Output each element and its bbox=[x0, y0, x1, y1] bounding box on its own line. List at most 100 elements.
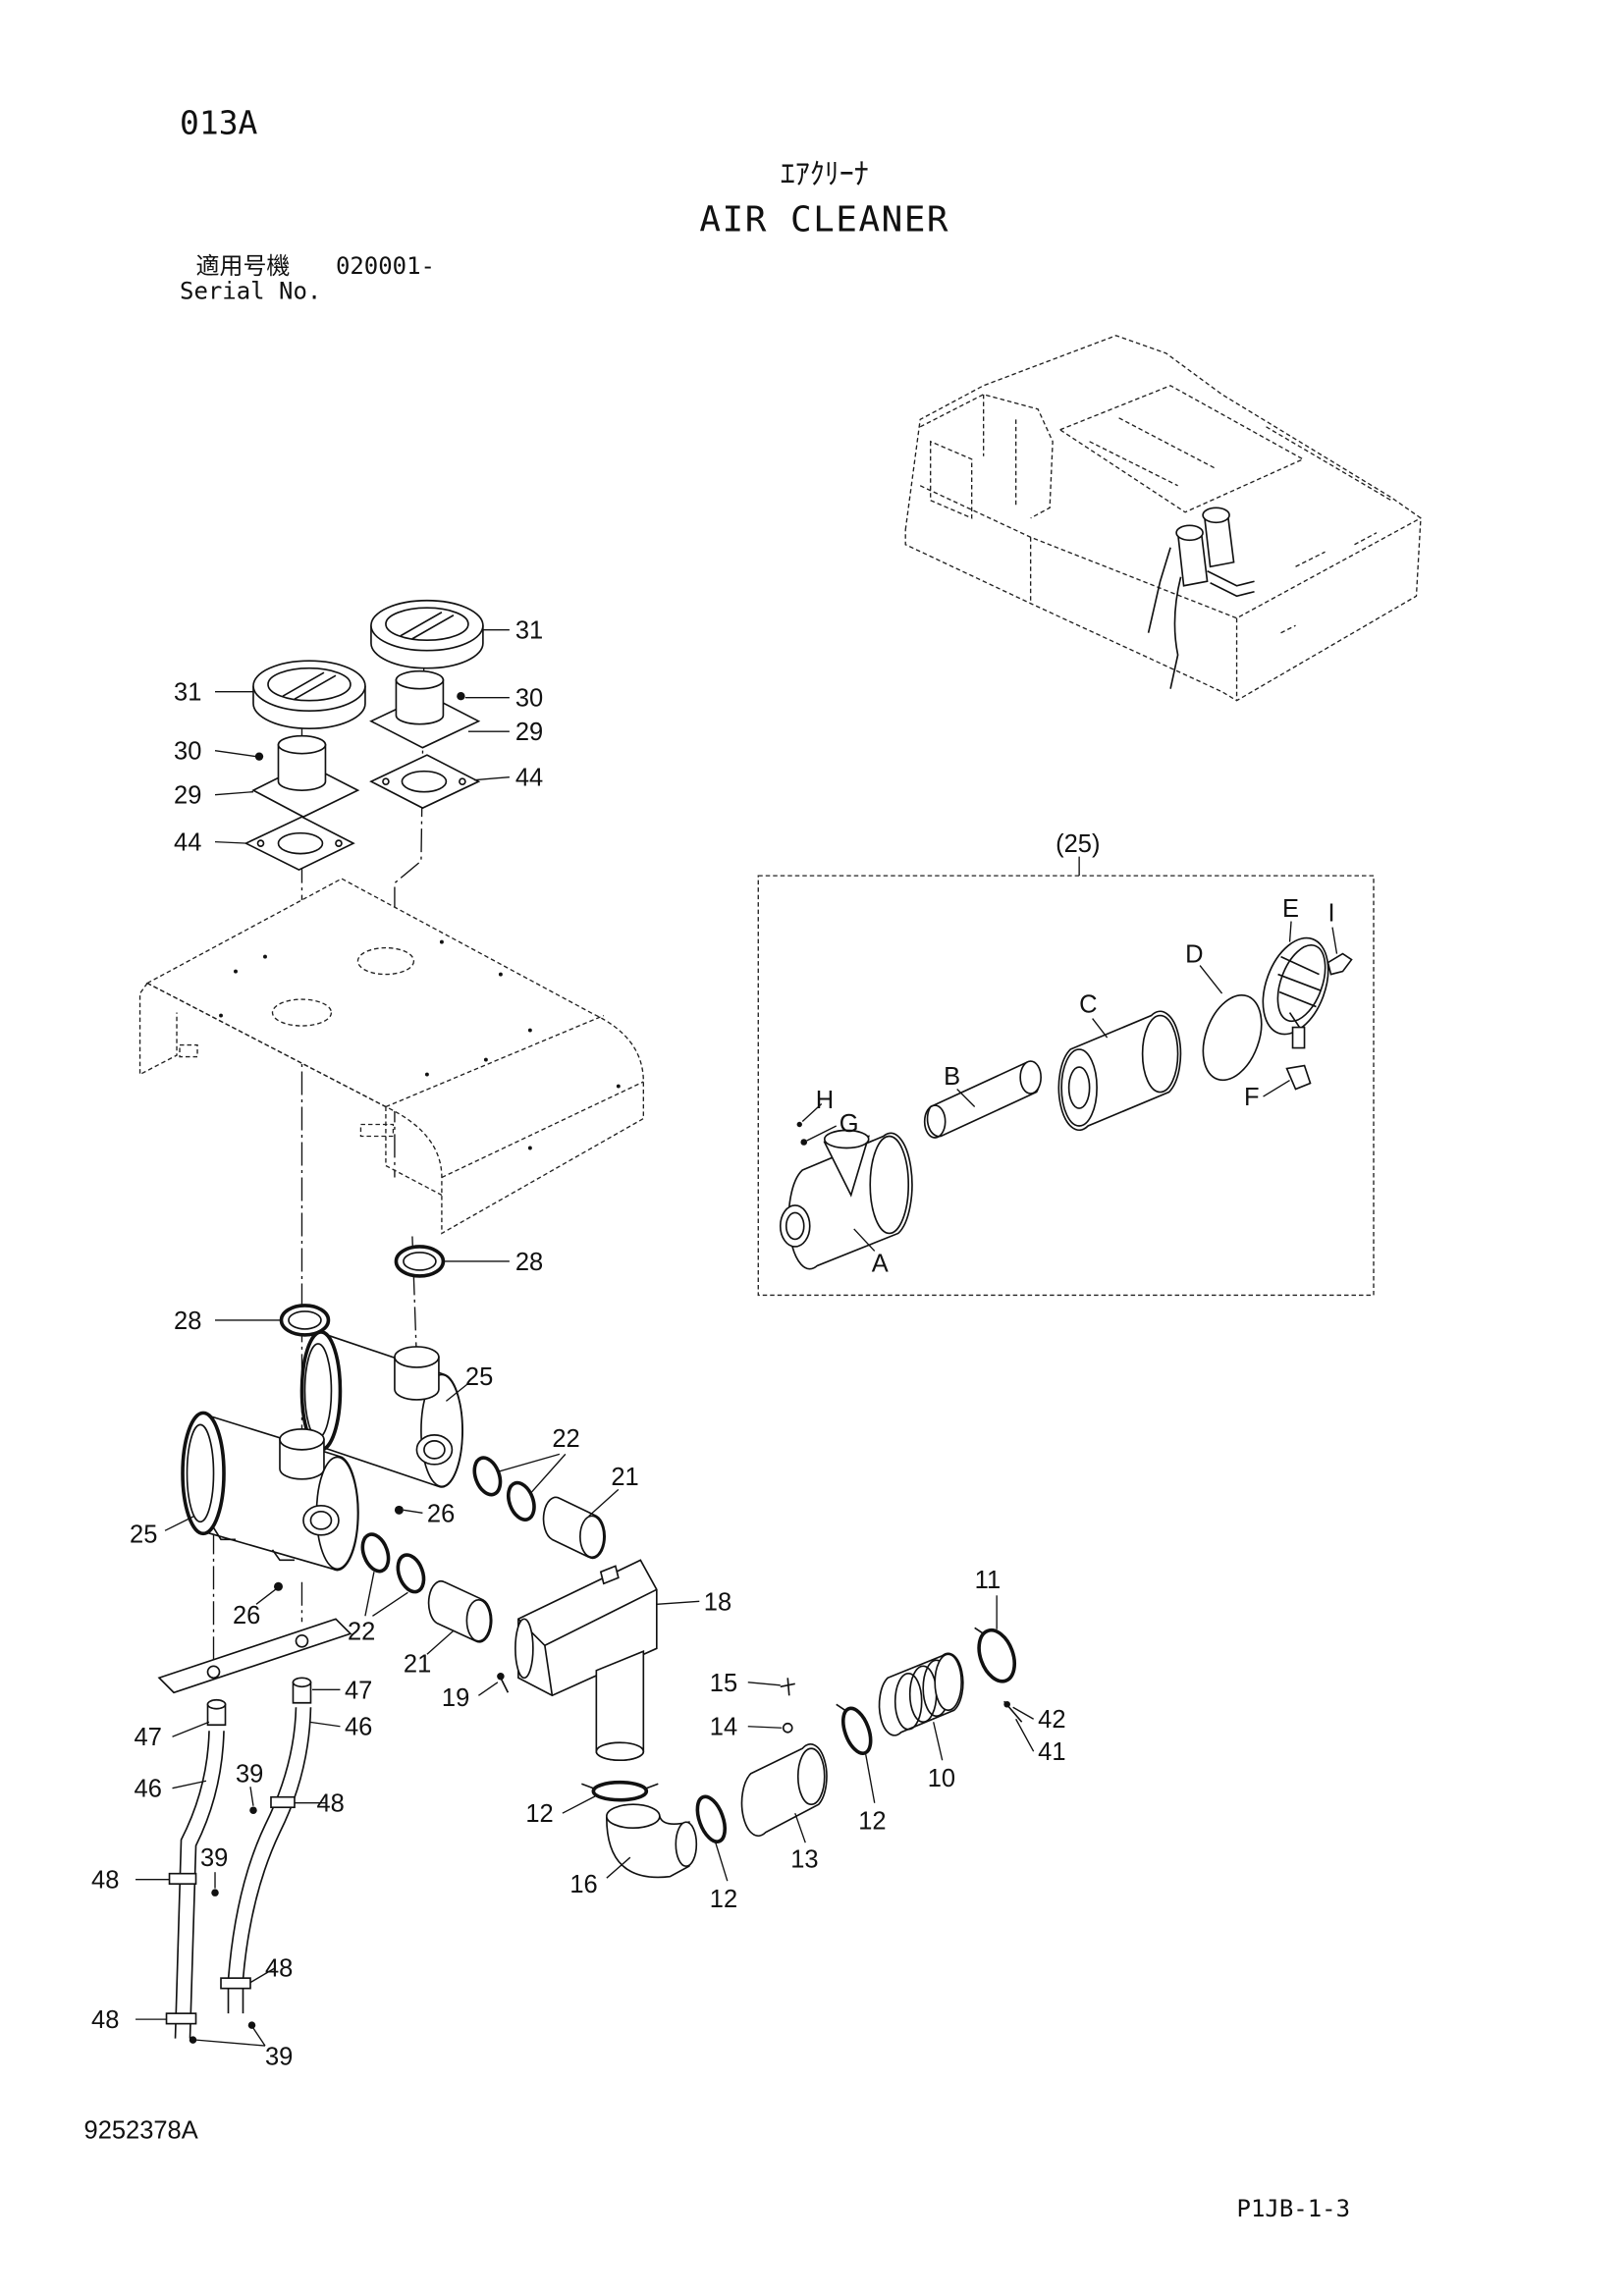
leader-30-left bbox=[214, 750, 257, 758]
part-g-screw bbox=[800, 1139, 808, 1146]
callout-21-lower: 21 bbox=[404, 1650, 431, 1678]
part-d-gasket bbox=[1202, 993, 1263, 1082]
filter-element-end bbox=[1141, 1014, 1179, 1094]
part-11-clamp bbox=[974, 1627, 1017, 1683]
callout-11: 11 bbox=[975, 1567, 1001, 1594]
part-31-precleaner-cap-right bbox=[370, 599, 484, 669]
gasket-plate bbox=[369, 754, 481, 810]
leader-f bbox=[1263, 1079, 1290, 1097]
installed-cleaner-cap bbox=[1175, 524, 1204, 542]
cleaner-outlet bbox=[302, 1505, 340, 1536]
part-29-inlet-tube-left bbox=[251, 734, 360, 819]
duct-outlet-opening bbox=[595, 1741, 645, 1762]
detail-group-label: (25) bbox=[1056, 830, 1100, 858]
tube-top bbox=[277, 734, 327, 755]
machine-outline bbox=[904, 335, 1422, 702]
part-26-bolt-upper bbox=[394, 1505, 404, 1515]
leader-18 bbox=[656, 1600, 700, 1605]
leader-21-upper bbox=[588, 1488, 620, 1517]
part-28-seal-ring-right bbox=[394, 1245, 446, 1278]
leader-25-upper bbox=[445, 1382, 469, 1402]
part-22-clamps bbox=[360, 1456, 536, 1594]
hose-46-right bbox=[227, 1707, 312, 2014]
leader-25-lower bbox=[164, 1515, 195, 1531]
gasket-hole bbox=[401, 770, 448, 793]
part-15-bolt bbox=[780, 1678, 795, 1696]
part-19-screw bbox=[500, 1677, 510, 1693]
leader-47-left bbox=[172, 1721, 210, 1737]
leader-h bbox=[801, 1103, 823, 1123]
leader-26-upper bbox=[403, 1509, 423, 1515]
elbow-side-opening bbox=[675, 1821, 698, 1868]
leader-22-upper-a bbox=[497, 1453, 561, 1473]
leader-12-bottom bbox=[715, 1842, 729, 1882]
detail-label-f: F bbox=[1244, 1084, 1260, 1111]
callout-26-lower: 26 bbox=[233, 1602, 260, 1629]
callout-13: 13 bbox=[790, 1846, 818, 1874]
leader-16 bbox=[606, 1856, 631, 1879]
installed-intake-pipe bbox=[1207, 570, 1255, 598]
gasket-plate bbox=[244, 816, 355, 872]
detail-label-e: E bbox=[1282, 895, 1299, 923]
leader-29-left bbox=[214, 790, 254, 796]
leader-a bbox=[853, 1228, 876, 1252]
leader-i bbox=[1331, 927, 1338, 954]
leader-b bbox=[956, 1089, 976, 1107]
part-30-screw-left bbox=[254, 752, 264, 761]
machine-location-view bbox=[904, 335, 1422, 702]
clamp-ring bbox=[977, 1628, 1017, 1683]
callout-39-mid: 39 bbox=[200, 1844, 228, 1872]
cleaner-outlet bbox=[415, 1434, 454, 1466]
part-21-hose-lower bbox=[427, 1580, 493, 1643]
callout-16: 16 bbox=[569, 1871, 597, 1898]
part-12-clamps bbox=[581, 1703, 873, 1843]
hood-slot-left bbox=[179, 1043, 198, 1058]
rivet bbox=[527, 1028, 532, 1033]
cap-inner bbox=[267, 667, 352, 702]
part-a-housing bbox=[779, 1129, 913, 1270]
part-39-screws bbox=[189, 1806, 257, 2044]
rivet bbox=[483, 1057, 488, 1062]
rivet bbox=[424, 1072, 429, 1077]
clamp-12-tab bbox=[836, 1703, 846, 1711]
clamp-12-middle bbox=[695, 1794, 728, 1843]
part-30-screw-right bbox=[457, 691, 465, 701]
ring-inner bbox=[288, 1310, 322, 1330]
callout-25-upper: 25 bbox=[465, 1363, 493, 1391]
housing-outlet-inner bbox=[785, 1211, 805, 1241]
callout-26-upper: 26 bbox=[427, 1500, 455, 1527]
hood-hole-left bbox=[271, 998, 333, 1027]
machine-top-edge bbox=[919, 485, 1422, 619]
serial-label-english: Serial No. bbox=[180, 277, 321, 304]
drawing-number: 9252378A bbox=[84, 2117, 198, 2145]
cap-inner bbox=[385, 607, 469, 642]
cleaner-cover-face bbox=[186, 1423, 215, 1523]
hood-left-flange bbox=[138, 982, 387, 1108]
part-25-air-cleaner-lower bbox=[181, 1411, 359, 1572]
callout-28-left: 28 bbox=[174, 1308, 201, 1335]
callout-42: 42 bbox=[1038, 1706, 1065, 1734]
cab-outline bbox=[919, 394, 1054, 519]
ring-inner bbox=[403, 1252, 437, 1271]
leader-21-lower bbox=[426, 1629, 455, 1655]
screw-39 bbox=[189, 2036, 197, 2044]
leader-12-left bbox=[562, 1794, 597, 1814]
clamp-22 bbox=[396, 1553, 426, 1594]
leader-44-right bbox=[473, 775, 510, 781]
part-42-washer bbox=[1003, 1700, 1010, 1708]
part-47-drain-tubes bbox=[206, 1677, 312, 1727]
engine-cover-outline bbox=[1058, 385, 1305, 513]
leader-c bbox=[1092, 1018, 1109, 1039]
hose-end bbox=[465, 1598, 492, 1642]
duct-tab bbox=[599, 1565, 620, 1585]
callout-44-left: 44 bbox=[174, 829, 201, 857]
part-e-cover bbox=[1262, 936, 1329, 1049]
part-26-bolt-lower bbox=[273, 1581, 283, 1591]
part-i-wing-nut bbox=[1326, 952, 1353, 976]
leader-15 bbox=[747, 1682, 781, 1686]
callout-29-right: 29 bbox=[515, 719, 543, 746]
clamp-12-tab bbox=[581, 1783, 659, 1789]
callout-15: 15 bbox=[710, 1670, 737, 1697]
title-english: AIR CLEANER bbox=[699, 199, 949, 240]
